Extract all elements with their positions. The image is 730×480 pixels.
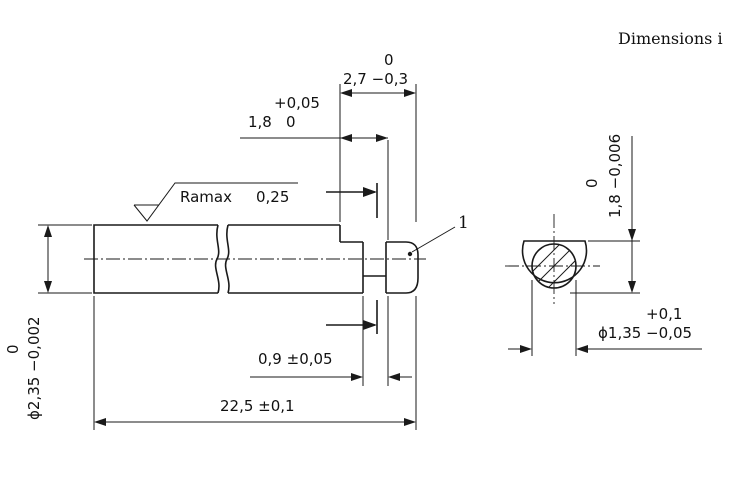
dim-2-7-value: 2,7 −0,3 (343, 70, 408, 88)
dim-1-8-upper: +0,05 (274, 94, 320, 112)
dim-section-1-8-upper: 0 (583, 178, 601, 188)
dim-1-35-value: ϕ1,35 −0,05 (598, 324, 692, 342)
ramax-label: Ramax (180, 188, 232, 206)
dim-1-35-upper: +0,1 (646, 305, 682, 323)
header-text: Dimensions i (618, 29, 723, 48)
dim-section-1-8-value: 1,8 −0,006 (606, 134, 624, 218)
dim-1-8-value: 1,8 (248, 113, 272, 131)
dimension-section-1-8: 0 1,8 −0,006 (570, 134, 640, 294)
callout-label: 1 (458, 213, 469, 233)
ramax-value: 0,25 (256, 188, 289, 206)
callout-1: 1 (411, 213, 469, 253)
surface-finish-symbol: Ramax 0,25 (133, 182, 298, 222)
dim-0-9-value: 0,9 ±0,05 (258, 350, 333, 368)
dimension-dia-1-35: +0,1 ϕ1,35 −0,05 (508, 280, 702, 356)
dimension-dia-2-35: 0 ϕ2,35 −0,002 (4, 224, 92, 420)
dim-22-5-value: 22,5 ±0,1 (220, 397, 295, 415)
shaft-section-view (505, 214, 600, 304)
dim-2-7-upper: 0 (384, 51, 394, 69)
section-plane-marks (326, 183, 378, 334)
dimension-2-7: 0 2,7 −0,3 (339, 51, 417, 222)
dim-2-35-upper: 0 (4, 344, 22, 354)
dim-1-8-lower: 0 (286, 113, 296, 131)
shaft-side-view (93, 224, 419, 294)
dimension-22-5: 22,5 ±0,1 (93, 296, 417, 430)
dimension-0-9: 0,9 ±0,05 (250, 296, 412, 386)
dimension-1-8: +0,05 1,8 0 (240, 94, 389, 240)
dim-2-35-value: ϕ2,35 −0,002 (25, 316, 43, 420)
